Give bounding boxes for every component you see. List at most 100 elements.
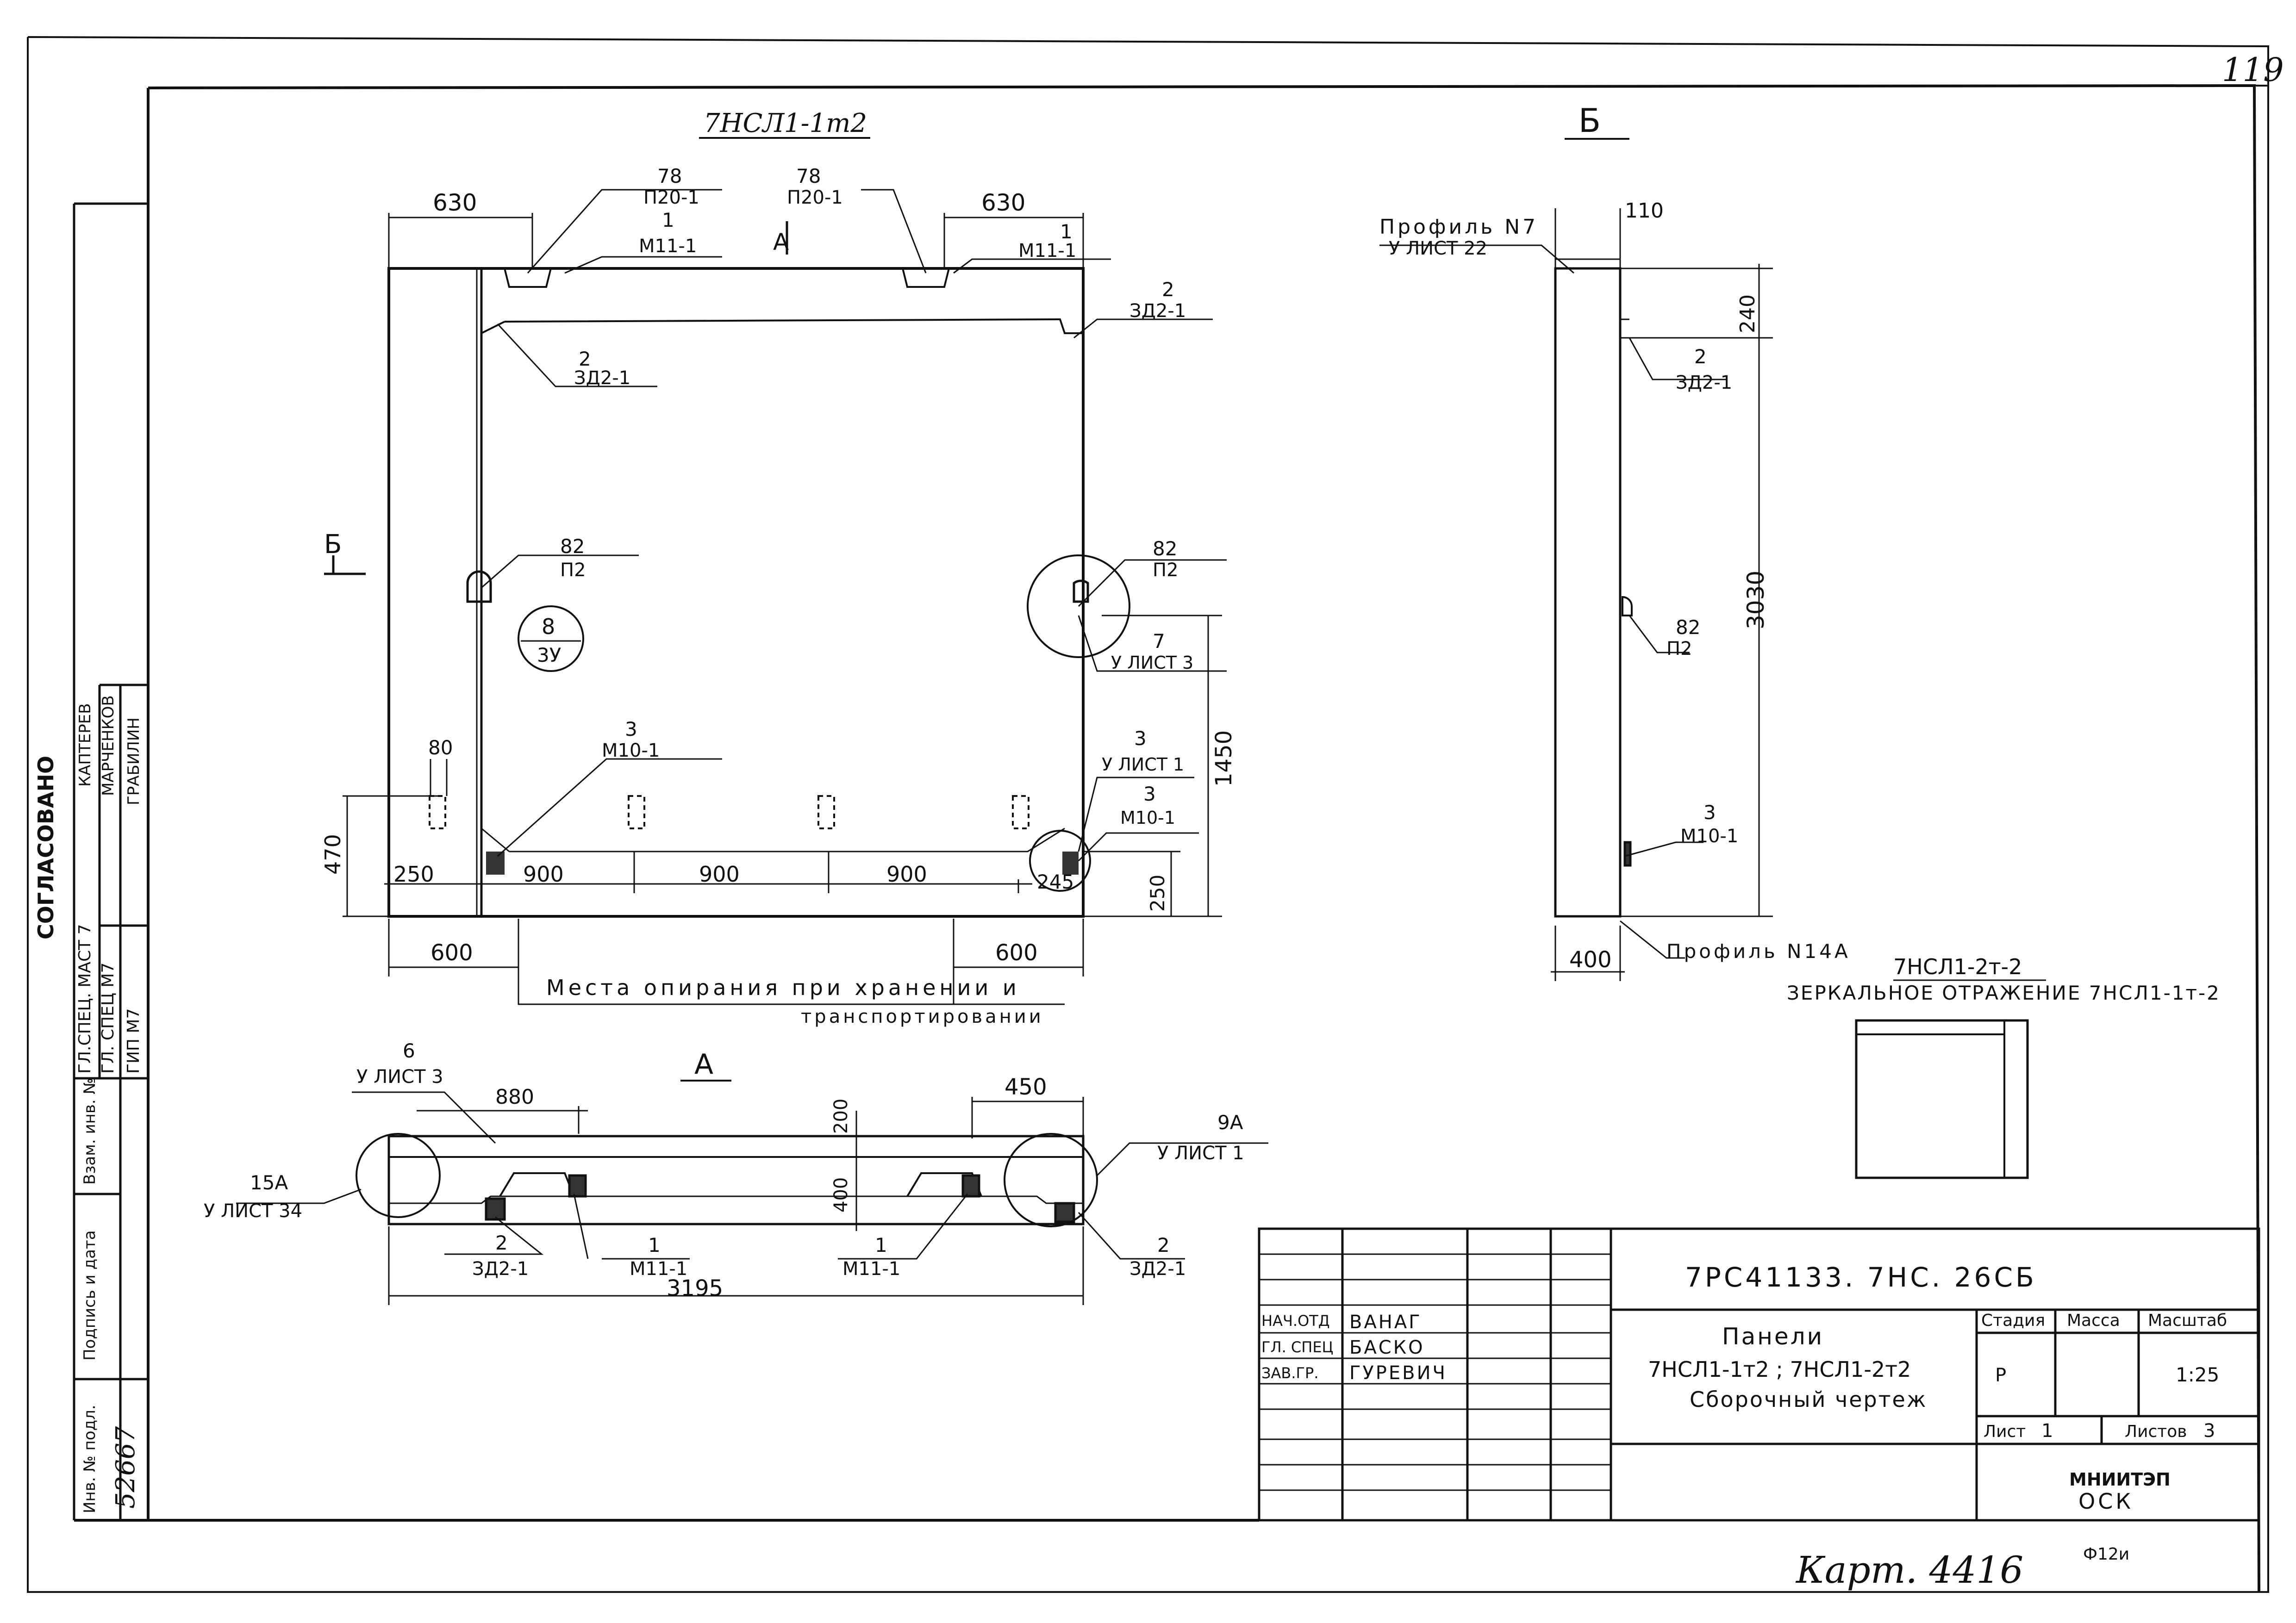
node-8-sheet: 3У [537, 644, 561, 666]
scale-value: 1:25 [2176, 1363, 2219, 1386]
sheets-label: Листов [2125, 1422, 2187, 1441]
dim-a-400: 400 [830, 1177, 852, 1213]
org-dept: ОСК [2078, 1489, 2134, 1514]
dim-80: 80 [428, 736, 453, 759]
stamp-row-3-role: ГИП М7 [124, 1008, 143, 1074]
staff-3-role: ЗАВ.ГР. [1261, 1364, 1319, 1382]
dim-right-245: 245 [1037, 871, 1074, 893]
section-a-title: А [694, 1048, 713, 1081]
section-a-node15-num: 15А [250, 1171, 288, 1194]
section-a-node9-ref: У ЛИСТ 1 [1157, 1143, 1244, 1164]
section-b-m10: М10-1 [1680, 826, 1738, 847]
sheet-label: Лист [1984, 1422, 2026, 1441]
support-note-line-1: Места опирания при хранении и [546, 975, 1020, 1000]
dim-top-left-630: 630 [433, 189, 477, 216]
stamp-inv-orig: Инв. № подл. [81, 1405, 99, 1513]
callout-p20-left: П20-1 [643, 187, 699, 208]
callout-p2-right-num: 82 [1153, 537, 1177, 560]
dim-b-110: 110 [1625, 199, 1664, 223]
title-name-1: Панели [1722, 1323, 1824, 1350]
dim-b-3030: 3030 [1742, 571, 1769, 629]
panel-outline [387, 267, 1085, 918]
front-leaders [324, 189, 1227, 889]
callout-zd-left-num: 2 [579, 348, 591, 370]
front-dimension-lines [343, 213, 1222, 1005]
callout-m11-right-num: 1 [1060, 220, 1073, 243]
form-code: Ф12и [2083, 1545, 2129, 1564]
callout-m11-left: М11-1 [639, 236, 697, 257]
callout-p2-left-num: 82 [560, 535, 585, 558]
section-b-view: Б Профиль N7 У ЛИСТ [1379, 102, 1851, 981]
callout-m10-right-top: У ЛИСТ 1 [1102, 754, 1184, 775]
dim-left-470: 470 [320, 834, 345, 875]
section-b-p2: П2 [1666, 638, 1692, 659]
support-note-line-2: транспортировании [801, 1006, 1044, 1027]
callout-p20-right: П20-1 [787, 187, 843, 208]
sheet-value: 1 [2041, 1420, 2053, 1442]
arrow-b-label: Б [324, 529, 342, 560]
stage-label: Стадия [1981, 1311, 2045, 1330]
section-b-m10-num: 3 [1703, 801, 1716, 824]
dim-a-3195: 3195 [667, 1275, 723, 1301]
dim-left-250: 250 [393, 862, 434, 887]
stamp-sign-date: Подпись и дата [81, 1230, 99, 1361]
profile-14a-label: Профиль N14А [1666, 940, 1851, 963]
profile-7-label: Профиль N7 [1379, 215, 1538, 239]
stamp-row-3-name: ГРАБИЛИН [125, 717, 143, 805]
dim-a-200: 200 [830, 1099, 852, 1134]
callout-p2-left: П2 [560, 560, 586, 581]
section-b-title: Б [1578, 102, 1601, 140]
dim-bay-2-900: 900 [699, 862, 740, 887]
callout-m10-left: М10-1 [602, 740, 660, 761]
section-b-zd: ЗД2-1 [1676, 372, 1732, 393]
title-block: 7РС41133. 7НС. 26СБ НАЧ.ОТД ВАНАГ ГЛ. СП… [1258, 1227, 2260, 1522]
callout-m11-right: М11-1 [1018, 240, 1076, 261]
dim-bay-3-900: 900 [886, 862, 927, 887]
section-a-zd-right-num: 2 [1157, 1234, 1170, 1256]
stamp-row-1-role: ГЛ.СПЕЦ. МАСТ 7 [75, 924, 94, 1074]
stage-value: Р [1995, 1365, 2006, 1386]
mass-label: Масса [2067, 1311, 2120, 1330]
section-a-zd-left: ЗД2-1 [472, 1258, 529, 1280]
front-view: 7НСЛ1-1т2 [320, 108, 1237, 1027]
section-a-node6-ref: У ЛИСТ 3 [356, 1066, 443, 1088]
section-a-zd-right: ЗД2-1 [1129, 1258, 1186, 1280]
callout-p2-right: П2 [1153, 560, 1179, 581]
stamp-row-1-name: КАПТЕРЕВ [76, 703, 94, 787]
section-b-p2-num: 82 [1676, 616, 1700, 639]
section-a-m11-right-num: 1 [875, 1234, 887, 1256]
staff-1-role: НАЧ.ОТД [1261, 1312, 1330, 1330]
embedded-plates [429, 570, 1089, 875]
dim-a-880: 880 [495, 1085, 534, 1109]
section-a-view: А [204, 1039, 1268, 1305]
mirror-subtitle: ЗЕРКАЛЬНОЕ ОТРАЖЕНИЕ 7НСЛ1-1т-2 [1787, 982, 2221, 1004]
dim-a-450: 450 [1004, 1074, 1047, 1100]
dim-bottom-left-600: 600 [430, 940, 473, 966]
title-code: 7РС41133. 7НС. 26СБ [1685, 1262, 2037, 1293]
sheets-value: 3 [2203, 1420, 2215, 1442]
callout-m10-right-num: 3 [1143, 783, 1156, 805]
section-b-zd-num: 2 [1694, 345, 1707, 368]
stamp-agreed: СОГЛАСОВАНО [33, 756, 58, 939]
stamp-inv-value: 52667 [111, 1426, 141, 1509]
callout-zd-right-num: 2 [1162, 278, 1174, 301]
sheet-frame [27, 36, 2269, 1593]
section-a-m11-left-num: 1 [648, 1234, 661, 1256]
node-8-num: 8 [542, 614, 555, 639]
title-name-2: 7НСЛ1-1т2 ; 7НСЛ1-2т2 [1648, 1357, 1911, 1382]
callout-zd-right: ЗД2-1 [1129, 300, 1186, 322]
section-a-node6-num: 6 [403, 1039, 415, 1062]
callout-p20-left-num: 78 [657, 165, 682, 187]
org-name: МНИИТЭП [2069, 1469, 2171, 1490]
callout-m11-left-num: 1 [662, 209, 674, 231]
profile-7-ref: У ЛИСТ 22 [1389, 238, 1487, 259]
stamp-row-2-role: ГЛ. СПЕЦ М7 [99, 963, 118, 1074]
dim-right-1450: 1450 [1211, 730, 1237, 787]
dim-bay-1-900: 900 [523, 862, 564, 887]
callout-m10-right: М10-1 [1120, 808, 1175, 828]
title-name-3: Сборочный чертеж [1690, 1387, 1927, 1412]
dim-b-400: 400 [1569, 947, 1612, 973]
dim-top-right-630: 630 [981, 189, 1025, 216]
callout-m10-left-num: 3 [625, 718, 637, 740]
